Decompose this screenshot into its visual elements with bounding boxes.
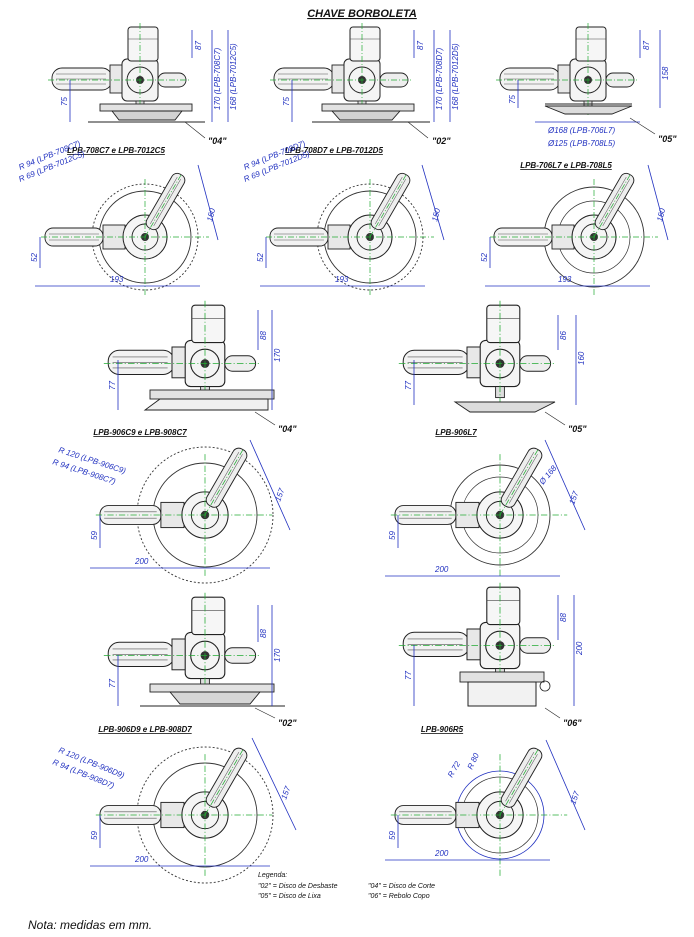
dim-text: 193 <box>110 275 124 284</box>
plan-view-lpb-906r5: LPB-906R5 R 72 R 80 157 59 200 <box>385 725 586 877</box>
dim-text: 160 <box>577 351 586 365</box>
legend-item: "06" = Rebolo Copo <box>368 893 430 900</box>
dim-text: 200 <box>575 641 584 656</box>
dim-text: 77 <box>108 679 117 688</box>
legend-heading: Legenda: <box>258 872 287 879</box>
drawing-title: CHAVE BORBOLETA <box>307 8 417 20</box>
disc-code-label: "02" <box>278 718 297 728</box>
dim-text: 87 <box>194 41 203 50</box>
plan-view-title: LPB-906C9 e LPB-908C7 <box>93 428 187 437</box>
dim-text: 59 <box>90 531 99 540</box>
dim-text: 157 <box>568 790 581 806</box>
dim-text: 150 <box>655 207 667 223</box>
disc-code-label: "05" <box>568 424 587 434</box>
dim-text: 88 <box>259 331 268 340</box>
plan-view-title: LPB-708C7 e LPB-7012C5 <box>67 146 165 155</box>
plan-view-lpb-706l7: LPB-706L7 e LPB-708L5 150 52 193 <box>480 161 669 296</box>
plan-view-title: LPB-906D9 e LPB-908D7 <box>98 725 192 734</box>
dim-text: 157 <box>279 785 292 801</box>
dim-text: 87 <box>416 41 425 50</box>
dim-text: Ø125 (LPB-708L5) <box>547 139 615 148</box>
plan-view-lpb-708d7: LPB-708D7 e LPB-7012D5 R 94 (LPB-708D7) … <box>242 139 445 296</box>
dim-text: 59 <box>90 831 99 840</box>
legend-item: "04" = Disco de Corte <box>368 883 435 890</box>
dim-text: 200 <box>434 849 449 858</box>
dim-text: 59 <box>388 531 397 540</box>
plan-view-lpb-906d9: LPB-906D9 e LPB-908D7 R 120 (LPB-906D9) … <box>51 725 297 884</box>
plan-view-lpb-906c9: LPB-906C9 e LPB-908C7 R 120 (LPB-906C9) … <box>51 428 291 584</box>
plan-view-title: LPB-708D7 e LPB-7012D5 <box>285 146 383 155</box>
dim-text: 75 <box>508 95 517 104</box>
dim-text: 157 <box>273 487 286 503</box>
dim-text: 150 <box>430 207 442 223</box>
footnote: Nota: medidas em mm. <box>28 918 153 932</box>
dim-text: 170 (LPB-708C7) <box>213 47 222 110</box>
plan-view-title: LPB-906R5 <box>421 725 464 734</box>
legend-item: "05" = Disco de Lixa <box>258 893 321 900</box>
dim-text: 87 <box>642 41 651 50</box>
side-view-04-mid: 88 170 77 "04" <box>103 300 297 434</box>
dim-text: 200 <box>134 855 149 864</box>
dim-text: 168 (LPB-7012C5) <box>229 43 238 110</box>
dim-text: 75 <box>60 97 69 106</box>
dim-text: Ø168 (LPB-706L7) <box>547 126 615 135</box>
legend-item: "02" = Disco de Desbaste <box>258 883 338 890</box>
dim-text: 77 <box>404 381 413 390</box>
radius-label: Ø 168 <box>537 463 559 487</box>
side-view-05-top: 87 158 75 Ø168 (LPB-706L7) Ø125 (LPB-708… <box>495 22 677 148</box>
dim-text: 200 <box>434 565 449 574</box>
plan-view-title: LPB-906L7 <box>435 428 477 437</box>
disc-code-label: "05" <box>658 134 677 144</box>
side-view-02-bottom: 88 170 77 "02" <box>103 592 297 728</box>
plan-view-lpb-906l7: LPB-906L7 Ø 168 157 59 200 <box>385 428 586 577</box>
dim-text: 52 <box>256 253 265 262</box>
dim-text: 170 <box>273 348 282 362</box>
dim-text: 157 <box>567 490 580 506</box>
disc-code-label: "02" <box>432 136 451 146</box>
dim-text: 193 <box>558 275 572 284</box>
dim-text: 86 <box>559 331 568 340</box>
dim-text: 150 <box>205 207 217 223</box>
dim-text: 52 <box>30 253 39 262</box>
side-view-04-top: 87 170 (LPB-708C7) 168 (LPB-7012C5) 75 "… <box>47 22 238 146</box>
disc-code-label: "04" <box>208 136 227 146</box>
disc-code-label: "04" <box>278 424 297 434</box>
dim-text: 77 <box>404 671 413 680</box>
dim-text: 59 <box>388 831 397 840</box>
radius-label: R 72 <box>446 759 463 779</box>
side-view-06-bottom: 88 200 77 "06" <box>398 582 584 728</box>
radius-label: R 80 <box>466 751 482 771</box>
side-view-02-top: 87 170 (LPB-708D7) 168 (LPB-7012D5) 75 "… <box>269 22 460 146</box>
dim-text: 75 <box>282 97 291 106</box>
side-view-05-mid: 86 160 77 "05" <box>398 300 587 434</box>
dim-text: 88 <box>559 613 568 622</box>
dim-text: 88 <box>259 629 268 638</box>
dim-text: 170 (LPB-708D7) <box>435 47 444 110</box>
dim-text: 52 <box>480 253 489 262</box>
dim-text: 77 <box>108 381 117 390</box>
dim-text: 193 <box>335 275 349 284</box>
plan-view-title: LPB-706L7 e LPB-708L5 <box>520 161 612 170</box>
dim-text: 168 (LPB-7012D5) <box>451 43 460 110</box>
dim-text: 170 <box>273 648 282 662</box>
plan-view-lpb-708c7: LPB-708C7 e LPB-7012C5 R 94 (LPB-708C7) … <box>17 139 219 296</box>
dim-text: 158 <box>661 66 670 80</box>
disc-code-label: "06" <box>563 718 582 728</box>
legend: Legenda: "02" = Disco de Desbaste "04" =… <box>258 872 435 900</box>
dim-text: 200 <box>134 557 149 566</box>
